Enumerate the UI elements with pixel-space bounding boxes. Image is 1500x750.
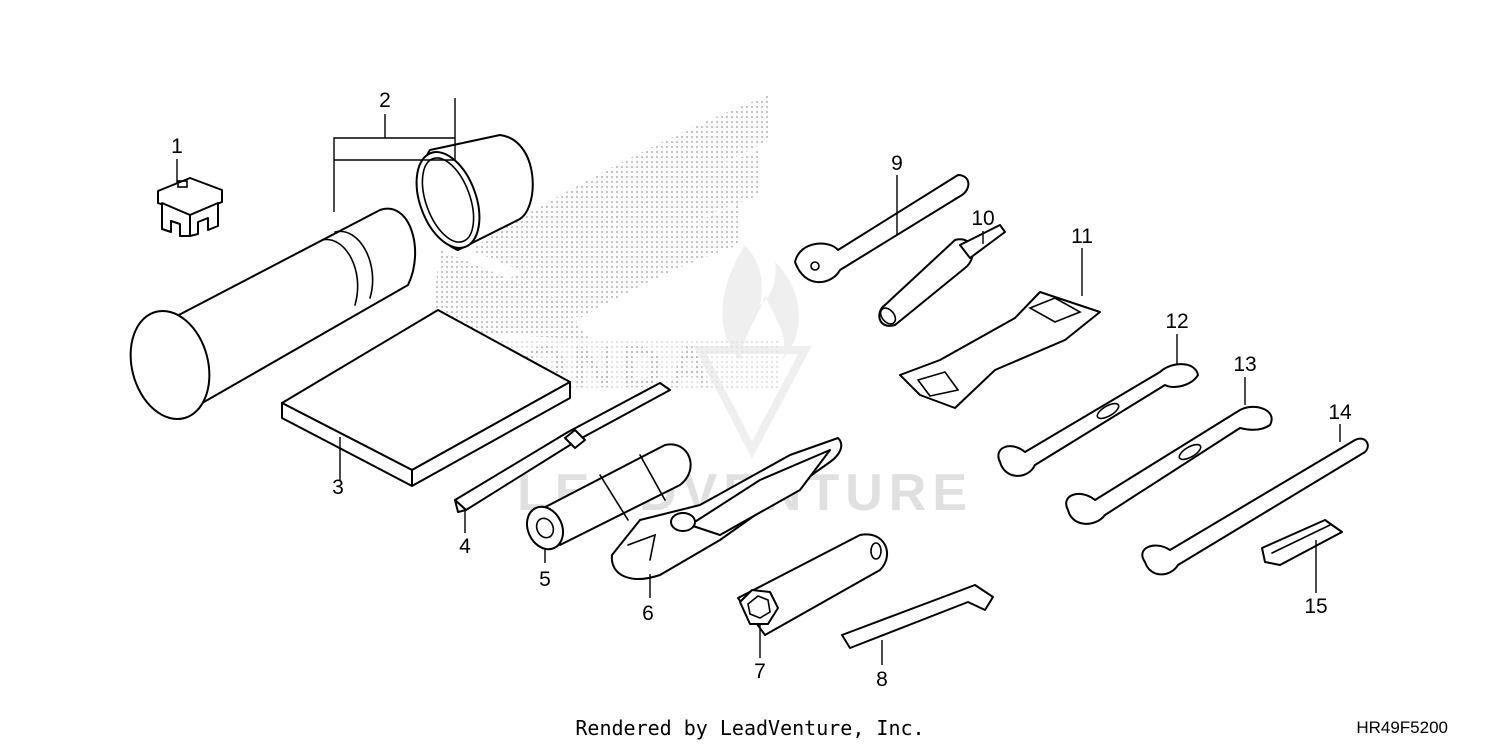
callout-3: 3 (332, 476, 344, 499)
callout-6: 6 (642, 602, 654, 625)
rendered-by-credit: Rendered by LeadVenture, Inc. (575, 716, 925, 740)
part-15-fuse-puller (1261, 519, 1343, 566)
part-2-tool-case (129, 134, 534, 421)
callout-4: 4 (459, 535, 471, 558)
callout-1: 1 (171, 135, 183, 158)
part-5-handle (526, 443, 692, 551)
callout-15: 15 (1304, 595, 1327, 618)
callout-11: 11 (1071, 225, 1093, 248)
part-14-wrench-bar (1141, 437, 1369, 576)
callout-13: 13 (1233, 353, 1256, 376)
part-11-box-wrench (899, 291, 1101, 409)
callout-2: 2 (379, 89, 391, 112)
part-1-fuse (157, 177, 223, 237)
diagram-code: HR49F5200 (1356, 718, 1448, 737)
callout-7: 7 (754, 660, 766, 683)
part-12-open-wrench (997, 363, 1199, 477)
callout-12: 12 (1165, 310, 1188, 333)
leader-lines (176, 98, 1341, 665)
part-8-hex-key (841, 584, 994, 649)
part-7-plug-wrench (737, 533, 889, 636)
callout-9: 9 (891, 152, 903, 175)
part-3-manual (281, 309, 571, 487)
part-4-screwdriver (454, 382, 671, 513)
part-6-pliers (610, 437, 843, 580)
part-10-extension (878, 224, 1006, 327)
callout-14: 14 (1328, 401, 1352, 424)
part-9-spanner (794, 174, 970, 284)
callout-5: 5 (539, 568, 551, 591)
part-13-open-wrench (1065, 405, 1273, 525)
callout-8: 8 (876, 668, 888, 691)
leadventure-logo-watermark (693, 245, 812, 459)
callout-10: 10 (971, 207, 994, 230)
